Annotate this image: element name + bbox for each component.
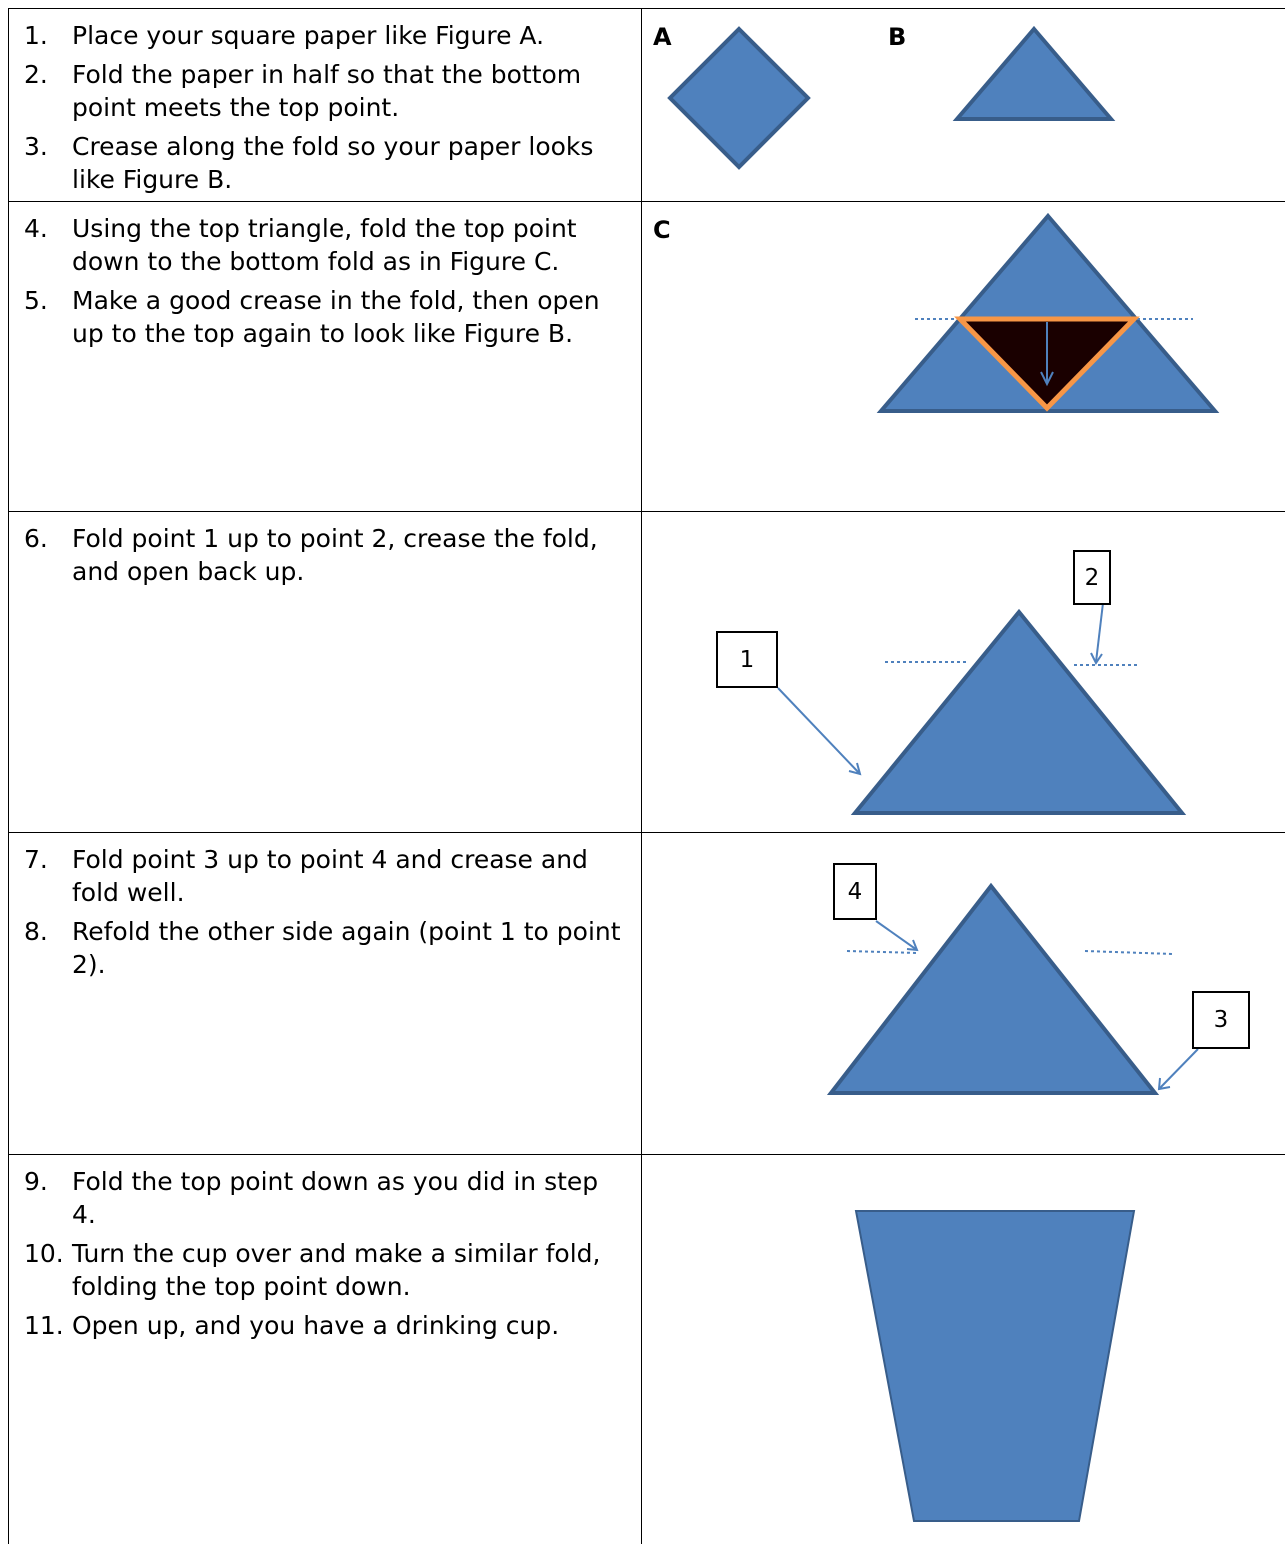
step-item: 6. Fold point 1 up to point 2, crease the… [24, 522, 624, 588]
step-list: 4. Using the top triangle, fold the top p… [24, 212, 624, 356]
step-item: 9. Fold the top point down as you did in … [24, 1165, 624, 1231]
step-item: 10. Turn the cup over and make a similar … [24, 1237, 624, 1303]
step-row-3: 6. Fold point 1 up to point 2, crease the… [8, 511, 1285, 833]
step-item: 3. Crease along the fold so your paper lo… [24, 130, 624, 196]
step-list: 1. Place your square paper like Figure A.… [24, 19, 624, 202]
step-number: 2. [24, 60, 48, 89]
step-number: 6. [24, 524, 48, 553]
callout-point-2: 2 [1073, 550, 1111, 605]
column-divider [641, 202, 642, 512]
step-row-4: 7. Fold point 3 up to point 4 and crease … [8, 832, 1285, 1155]
step-item: 11. Open up, and you have a drinking cup. [24, 1309, 624, 1342]
step-number: 4. [24, 214, 48, 243]
step-text: Crease along the fold so your paper look… [72, 132, 594, 194]
column-divider [641, 512, 642, 833]
figure-c-diagram [876, 212, 1220, 413]
step-number: 1. [24, 21, 48, 50]
step-text: Place your square paper like Figure A. [72, 21, 545, 50]
step-text: Refold the other side again (point 1 to … [72, 917, 621, 979]
step-text: Turn the cup over and make a similar fol… [72, 1239, 601, 1301]
step-text: Make a good crease in the fold, then ope… [72, 286, 600, 348]
left-border [8, 9, 9, 202]
step-item: 4. Using the top triangle, fold the top p… [24, 212, 624, 278]
callout-point-4: 4 [833, 863, 877, 920]
step-number: 3. [24, 132, 48, 161]
column-divider [641, 9, 642, 202]
step-text: Open up, and you have a drinking cup. [72, 1311, 560, 1340]
step-6-diagram [777, 602, 1187, 815]
step-item: 8. Refold the other side again (point 1 t… [24, 915, 624, 981]
step-number: 7. [24, 845, 48, 874]
step-text: Fold point 1 up to point 2, crease the f… [72, 524, 598, 586]
step-text: Fold point 3 up to point 4 and crease an… [72, 845, 588, 907]
step-text: Fold the top point down as you did in st… [72, 1167, 599, 1229]
step-item: 2. Fold the paper in half so that the bot… [24, 58, 624, 124]
step-list: 6. Fold point 1 up to point 2, crease the… [24, 522, 624, 594]
left-border [8, 833, 9, 1155]
left-border [8, 202, 9, 512]
step-item: 7. Fold point 3 up to point 4 and crease … [24, 843, 624, 909]
step-item: 1. Place your square paper like Figure A. [24, 19, 624, 52]
step-list: 7. Fold point 3 up to point 4 and crease … [24, 843, 624, 987]
step-7-diagram [826, 882, 1199, 1095]
figure-label-a: A [653, 23, 672, 51]
step-item: 5. Make a good crease in the fold, then o… [24, 284, 624, 350]
left-border [8, 1155, 9, 1544]
step-number: 10. [24, 1239, 64, 1268]
step-number: 5. [24, 286, 48, 315]
figure-a-diamond [667, 26, 811, 170]
column-divider [641, 1155, 642, 1544]
left-border [8, 512, 9, 833]
step-number: 9. [24, 1167, 48, 1196]
figure-label-c: C [653, 216, 671, 244]
step-row-2: 4. Using the top triangle, fold the top p… [8, 201, 1285, 512]
step-list: 9. Fold the top point down as you did in … [24, 1165, 624, 1348]
figure-label-b: B [888, 23, 907, 51]
drinking-cup-figure [854, 1210, 1136, 1522]
callout-point-3: 3 [1192, 991, 1250, 1049]
step-number: 8. [24, 917, 48, 946]
figure-b-triangle [952, 25, 1116, 121]
step-text: Using the top triangle, fold the top poi… [72, 214, 577, 276]
callout-point-1: 1 [716, 631, 778, 688]
step-row-1: 1. Place your square paper like Figure A.… [8, 8, 1285, 202]
step-row-5: 9. Fold the top point down as you did in … [8, 1154, 1285, 1544]
step-text: Fold the paper in half so that the botto… [72, 60, 582, 122]
column-divider [641, 833, 642, 1155]
step-number: 11. [24, 1311, 64, 1340]
